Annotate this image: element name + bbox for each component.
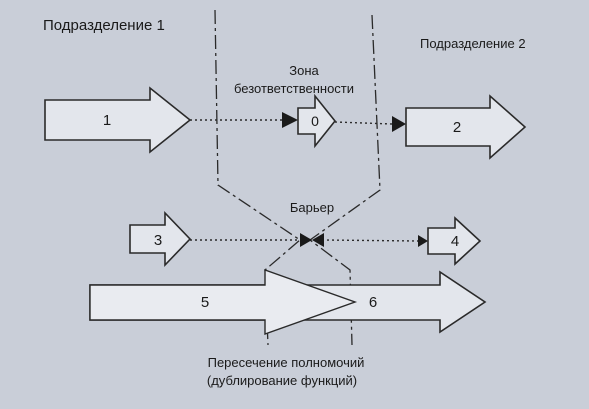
barrier-label: Барьер	[290, 200, 334, 215]
overlap-label-line2: (дублирование функций)	[207, 373, 357, 388]
receiver-triangle-zone	[282, 112, 298, 128]
arrow-5-label: 5	[201, 294, 209, 311]
overlap-label-line1: Пересечение полномочий	[208, 355, 365, 370]
receiver-triangle-4	[418, 235, 428, 247]
barrier-triangle-right	[312, 233, 324, 247]
gap-zone-label-line2: безответственности	[234, 81, 354, 96]
arrow-5	[89, 269, 358, 335]
barrier-triangle-left	[300, 233, 312, 247]
gap-zone-label-line1: Зона	[289, 63, 319, 78]
arrow-3	[129, 211, 192, 267]
flow-line-0-2	[334, 121, 393, 125]
arrow-6-label: 6	[369, 294, 377, 311]
arrow-3-label: 3	[154, 232, 162, 249]
receiver-triangle-div2	[392, 116, 406, 132]
arrow-0	[297, 93, 337, 149]
arrow-4-label: 4	[451, 233, 459, 250]
arrow-4	[427, 216, 482, 266]
division2-label: Подразделение 2	[420, 36, 526, 51]
arrow-0-label: 0	[311, 113, 319, 129]
arrow-1-label: 1	[103, 112, 111, 129]
arrow-2-label: 2	[453, 119, 461, 136]
flow-line-barrier-4	[321, 239, 419, 242]
arrow-2	[405, 94, 527, 160]
division1-label: Подразделение 1	[43, 17, 165, 34]
arrow-1	[44, 86, 192, 154]
